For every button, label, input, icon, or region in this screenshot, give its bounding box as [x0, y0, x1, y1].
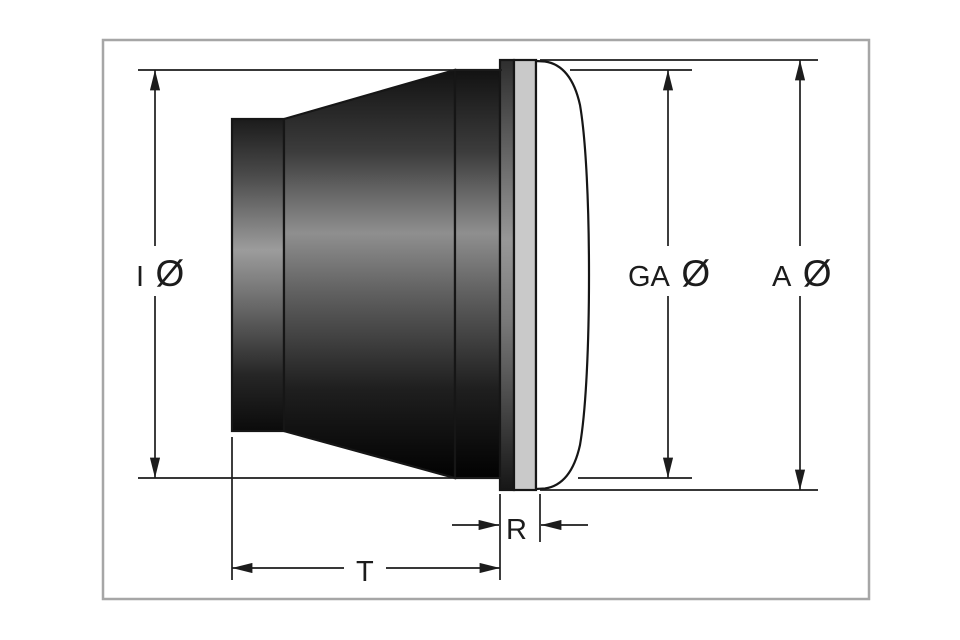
label-glass-diameter: GA Ø [628, 253, 710, 294]
label-mask [620, 246, 708, 296]
label-outer-diameter-letter: A [772, 261, 792, 293]
diameter-symbol-icon: Ø [681, 253, 710, 294]
rim-band [512, 58, 538, 492]
rim-strip [498, 58, 516, 492]
headlight-lens [534, 59, 591, 491]
label-mask [764, 246, 838, 296]
rear-housing [230, 117, 286, 433]
extension-lines [138, 59, 818, 580]
label-inner-diameter-letter: I [136, 261, 144, 293]
reflector-cone [282, 68, 457, 480]
diameter-symbol-icon: Ø [156, 253, 185, 294]
label-mask [344, 546, 386, 588]
diameter-symbol-icon: Ø [803, 253, 832, 294]
dimension-labels: I Ø GA Ø A Ø T R [136, 253, 832, 588]
label-mask [128, 246, 190, 296]
drawing-border [101, 38, 871, 601]
label-glass-diameter-letters: GA [628, 261, 671, 293]
label-rim-width: R [506, 514, 527, 546]
label-depth: T [356, 556, 374, 588]
label-inner-diameter: I Ø [136, 253, 184, 294]
front-cylinder [453, 68, 502, 480]
headlight-body [230, 58, 591, 492]
label-outer-diameter: A Ø [772, 253, 832, 294]
